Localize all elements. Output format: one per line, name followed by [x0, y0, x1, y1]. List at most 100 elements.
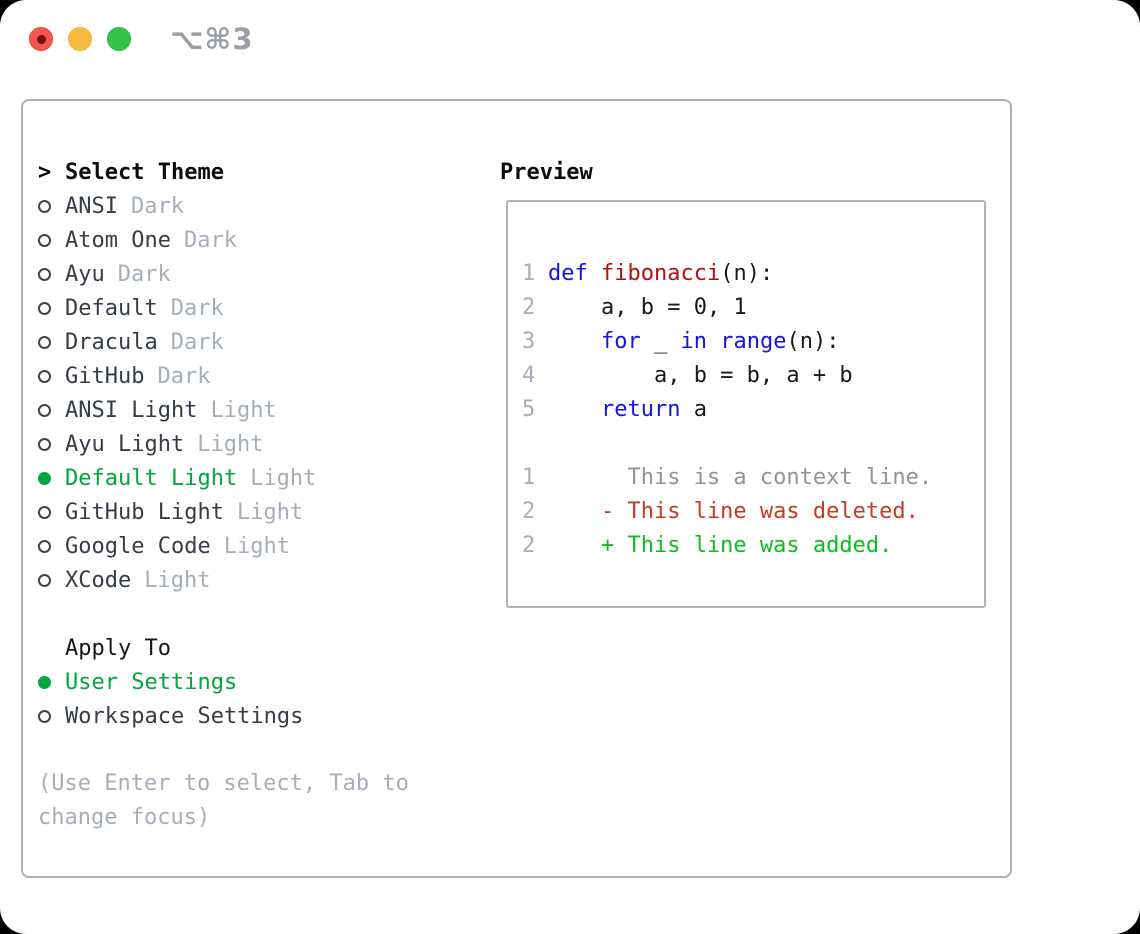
line-number: 3 [522, 329, 536, 354]
code-token [548, 397, 601, 422]
diff-preview: 1 This is a context line. 2 - This line w… [522, 461, 984, 563]
radio-cell [38, 437, 65, 451]
option-variant-label: Dark [130, 193, 184, 219]
code-token: (n): [720, 261, 774, 286]
theme-option-ayu-light-light[interactable]: Ayu Light Light [38, 427, 430, 461]
diff-line-added: 2 + This line was added. [522, 529, 984, 563]
code-token: for [600, 329, 641, 354]
code-token [548, 329, 601, 354]
apply-option-user-settings[interactable]: User Settings [38, 665, 430, 699]
option-variant-label: Light [197, 431, 264, 457]
code-token: fibonacci [601, 261, 721, 286]
radio-cell [38, 539, 65, 553]
window-shortcut-label: ⌥⌘3 [170, 22, 254, 56]
radio-selected-icon [38, 471, 51, 485]
option-variant-label: Light [210, 397, 277, 423]
option-label: Default [65, 295, 158, 321]
code-token: _ [640, 329, 681, 354]
option-variant-label: Light [236, 499, 304, 525]
option-variant-label: Light [223, 533, 290, 559]
radio-cell [38, 267, 65, 281]
apply-option-workspace-settings[interactable]: Workspace Settings [38, 699, 430, 733]
radio-icon [38, 539, 51, 553]
line-number: 2 [522, 499, 536, 524]
close-button[interactable] [29, 27, 53, 51]
diff-line-context: 1 This is a context line. [522, 461, 984, 495]
option-label: Workspace Settings [65, 703, 304, 729]
radio-cell [38, 403, 65, 417]
option-variant-label: Dark [170, 295, 224, 321]
code-line: 2 a, b = 0, 1 [522, 291, 984, 325]
select-theme-header: > Select Theme [38, 155, 430, 189]
radio-icon [38, 369, 51, 383]
minimize-button[interactable] [68, 27, 92, 51]
code-line: 3 for _ in range(n): [522, 325, 984, 359]
radio-cell [38, 505, 65, 519]
theme-option-github-light-light[interactable]: GitHub Light Light [38, 495, 430, 529]
window-titlebar: ⌥⌘3 [29, 22, 254, 56]
option-variant-label: Light [144, 567, 211, 593]
theme-option-ansi-dark[interactable]: ANSI Dark [38, 189, 430, 223]
radio-icon [38, 233, 51, 247]
option-label: Atom One [65, 227, 171, 253]
line-number: 2 [522, 295, 536, 320]
radio-cell [38, 369, 65, 383]
option-variant-label: Dark [183, 227, 237, 253]
option-label: ANSI [65, 193, 118, 219]
theme-option-default-dark[interactable]: Default Dark [38, 291, 430, 325]
radio-icon [38, 267, 51, 281]
code-token: def [548, 261, 588, 286]
selection-caret: > [38, 159, 52, 185]
line-number: 2 [522, 533, 536, 558]
code-token: (n): [786, 329, 840, 354]
option-label: Ayu [65, 261, 105, 287]
maximize-button[interactable] [107, 27, 131, 51]
radio-cell [38, 573, 65, 587]
radio-icon [38, 505, 51, 519]
option-label: Dracula [65, 329, 158, 355]
line-number: 4 [522, 363, 536, 388]
code-token: return [600, 397, 681, 422]
theme-option-atom-one-dark[interactable]: Atom One Dark [38, 223, 430, 257]
line-number: 1 [522, 261, 536, 286]
option-label: GitHub Light [65, 499, 224, 525]
radio-cell [38, 471, 65, 485]
code-line: 1 def fibonacci(n): [522, 257, 984, 291]
spacer-row [38, 597, 430, 631]
option-label: Ayu Light [65, 431, 185, 457]
radio-cell [38, 335, 65, 349]
preview-blank-line [522, 427, 984, 461]
close-dot-icon [36, 34, 46, 44]
code-token [707, 329, 720, 354]
keyboard-hint: (Use Enter to select, Tab to change focu… [38, 771, 409, 830]
option-label: Google Code [65, 533, 211, 559]
line-number: 5 [522, 397, 536, 422]
code-token: a, b = 0, 1 [548, 295, 747, 320]
theme-option-google-code-light[interactable]: Google Code Light [38, 529, 430, 563]
theme-option-ayu-dark[interactable]: Ayu Dark [38, 257, 430, 291]
radio-icon [38, 403, 51, 417]
code-token: a [680, 397, 707, 422]
radio-cell [38, 199, 65, 213]
code-token: range [720, 329, 787, 354]
option-variant-label: Dark [117, 261, 171, 287]
radio-cell [38, 675, 65, 689]
code-line: 5 return a [522, 393, 984, 427]
radio-icon [38, 573, 51, 587]
select-theme-title: Select Theme [65, 159, 224, 185]
code-token: in [680, 329, 707, 354]
diff-text: - This line was deleted. [548, 499, 919, 524]
